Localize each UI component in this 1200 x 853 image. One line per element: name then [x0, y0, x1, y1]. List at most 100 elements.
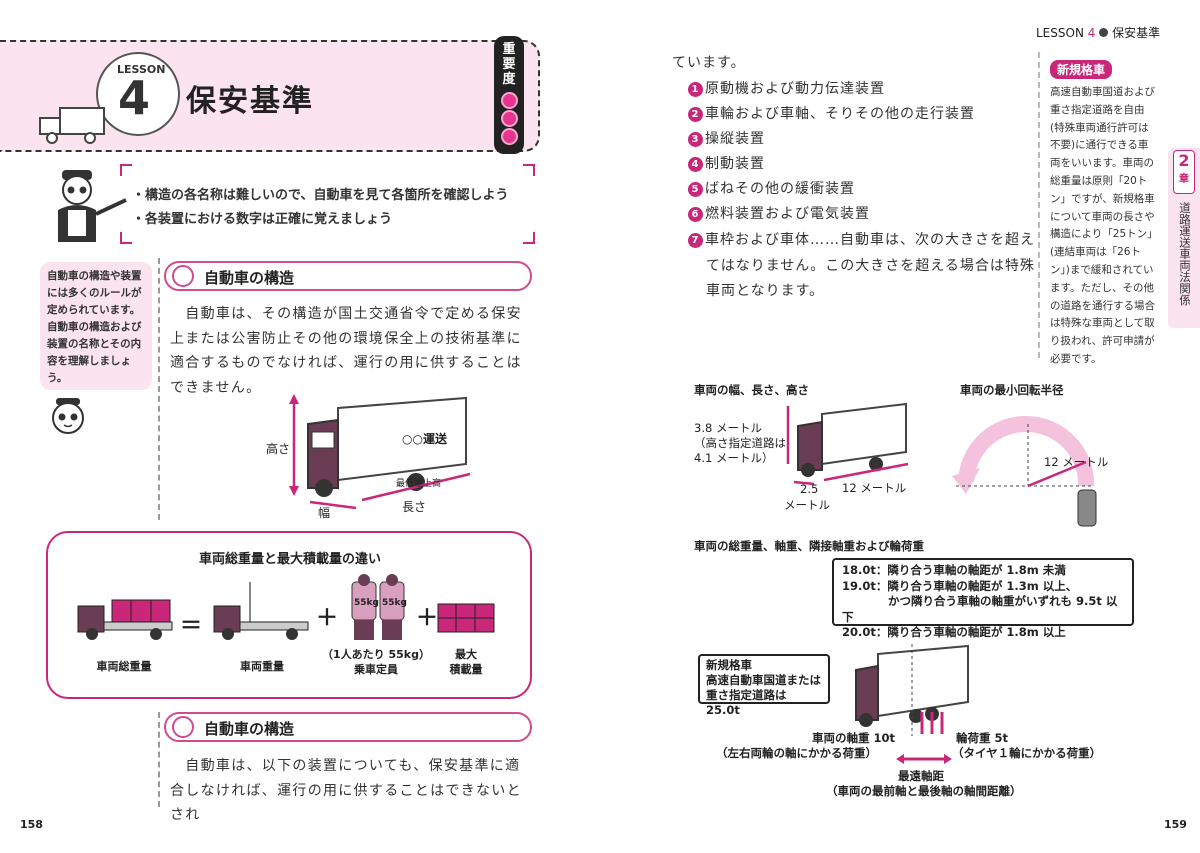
plus-sign: ＋	[416, 606, 439, 631]
max-load-label: 積載量	[449, 663, 483, 676]
chapter-unit: 章	[1179, 174, 1189, 185]
list-item-cont: てはなりません。この大きさを超える場合は特殊	[706, 258, 1035, 274]
max-load-label: 最大	[455, 648, 477, 661]
new-rule-text: 高速自動車国道および重さ指定道路を自由(特殊車両通行許可は不要)に通行できる車両…	[1050, 86, 1158, 365]
header-bullet-icon	[1099, 28, 1109, 37]
crew-weight-tag: 55kg	[382, 598, 407, 608]
chapter-title: 道路運送車両法関係	[1178, 202, 1192, 306]
goal-item: ・構造の各名称は難しいので、自動車を見て各箇所を確認しよう	[132, 188, 509, 203]
clearance-label: 最低地上高	[396, 479, 442, 489]
radius-value: 12 メートル	[1044, 455, 1109, 469]
crew-label: （1人あたり 55kg）	[322, 648, 430, 661]
running-header: LESSON 4 保安基準	[1036, 24, 1160, 41]
page-title: 保安基準	[186, 84, 314, 119]
header-lesson-number: 4	[1087, 26, 1096, 40]
height-value: 3.8 メートル	[694, 421, 762, 435]
column-divider	[158, 258, 160, 520]
height-label: 高さ	[266, 442, 291, 456]
wheelbase-arrow	[896, 754, 952, 764]
wheelbase-note: （車両の最前軸と最後軸の軸間距離）	[826, 784, 1022, 798]
vehicle-weight-label: 車両重量	[240, 660, 284, 673]
section-heading-text: 自動車の構造	[204, 720, 295, 738]
width-value: 2.5	[800, 482, 819, 496]
spec-line: 重さ指定道路は 25.0t	[706, 688, 787, 717]
steering-wheel-icon	[172, 265, 194, 287]
panda-icon	[52, 398, 84, 434]
new-rule-sidebar	[1038, 52, 1160, 358]
importance-label: 重要度	[502, 42, 516, 87]
axle-weight-note: （左右両輪の軸にかかる荷重）	[716, 746, 877, 760]
height-note: 4.1 メートル）	[694, 451, 774, 465]
weight-diff-title: 車両総重量と最大積載量の違い	[198, 552, 381, 567]
page-number: 158	[20, 818, 43, 831]
weight-spec-box: 18.0t：隣り合う車軸の軸距が 1.8m 未満 19.0t：隣り合う車軸の軸距…	[832, 558, 1134, 639]
width-label: 幅	[318, 506, 331, 520]
importance-dot	[503, 112, 516, 125]
body-text: 自動車は、その構造が国土交通省令で定める保安上または公害防止その他の環境保全上の…	[170, 306, 522, 396]
plus-sign: ＋	[316, 606, 339, 631]
wheel-load-label: 輪荷重 5t	[956, 731, 1009, 745]
bracket-corner	[120, 164, 132, 176]
diagram-title: 車両の総重量、軸重、隣接軸重および輪荷重	[694, 539, 924, 553]
body-text: 自動車は、以下の装置についても、保安基準に適合しなければ、運行の用に供することは…	[170, 758, 522, 823]
panda-teacher-icon	[58, 170, 127, 242]
item-text: ばねその他の緩衝装置	[705, 181, 855, 197]
bracket-corner	[523, 164, 535, 176]
wheelbase-label: 最遠軸距	[898, 769, 944, 783]
cargo-icon	[437, 603, 495, 633]
truck-dimensions-illustration	[289, 394, 471, 510]
spec-line: 18.0t：隣り合う車軸の軸距が 1.8m 未満	[842, 563, 1066, 577]
axle-weight-illustration	[855, 644, 969, 736]
goal-item: ・各装置における数字は正確に覚えましょう	[132, 212, 393, 227]
steering-wheel-icon	[172, 716, 194, 738]
item-number: 6	[688, 207, 703, 222]
lesson-label: LESSON	[117, 63, 166, 76]
column-divider	[158, 712, 160, 807]
importance-dot	[503, 94, 516, 107]
item-text: 車枠および車体……自動車は、次の大きさを超え	[705, 232, 1035, 248]
item-text: 原動機および動力伝達装置	[705, 81, 885, 97]
gross-weight-label: 車両総重量	[96, 660, 152, 673]
weight-difference-box	[46, 531, 532, 699]
section-heading: 自動車の構造	[164, 712, 532, 742]
diagram-title: 車両の幅、長さ、高さ	[694, 383, 809, 397]
importance-dot	[503, 130, 516, 143]
header-section: 保安基準	[1112, 26, 1161, 40]
spec-line: 高速自動車国道または	[706, 673, 821, 687]
spec-line: 20.0t：隣り合う車軸の軸距が 1.8m 以上	[842, 625, 1066, 639]
crew-label: 乗車定員	[354, 663, 398, 676]
header-lesson-prefix: LESSON	[1036, 26, 1084, 40]
lesson-bubble	[96, 52, 180, 136]
item-number: 4	[688, 157, 703, 172]
wheel-load-note: （タイヤ１輪にかかる荷重）	[952, 746, 1102, 760]
diagram-title: 車両の最小回転半径	[960, 383, 1064, 397]
new-standard-box: 新規格車 高速自動車国道または 重さ指定道路は 25.0t	[698, 654, 830, 717]
item-number: 1	[688, 82, 703, 97]
bracket-corner	[120, 232, 132, 244]
page-number: 159	[1164, 818, 1187, 831]
length-value: 12 メートル	[842, 481, 907, 495]
item-number: 3	[688, 132, 703, 147]
item-text: 制動装置	[705, 156, 765, 172]
section-heading: 自動車の構造	[164, 261, 532, 291]
loaded-truck-icon	[77, 599, 173, 640]
list-item-cont: 車両となります。	[706, 283, 825, 299]
new-rule-heading: 新規格車	[1050, 60, 1113, 79]
left-page: LESSON 4 保安基準 重要度 ・構造の各名称は難しいので、自動車を見て各箇…	[0, 36, 540, 831]
item-number: 5	[688, 182, 703, 197]
item-text: 操縦装置	[705, 131, 765, 147]
continuation-text: ています。	[672, 55, 746, 71]
lesson-goals	[120, 164, 535, 244]
equals-sign: ＝	[180, 614, 203, 639]
empty-truck-icon	[213, 582, 309, 640]
lesson-number: 4	[118, 71, 151, 125]
side-note: 自動車の構造や装置には多くのルールが定められています。自動車の構造および装置の名…	[40, 262, 152, 390]
company-label: ○○運送	[402, 432, 447, 446]
section-heading-text: 自動車の構造	[204, 269, 295, 287]
